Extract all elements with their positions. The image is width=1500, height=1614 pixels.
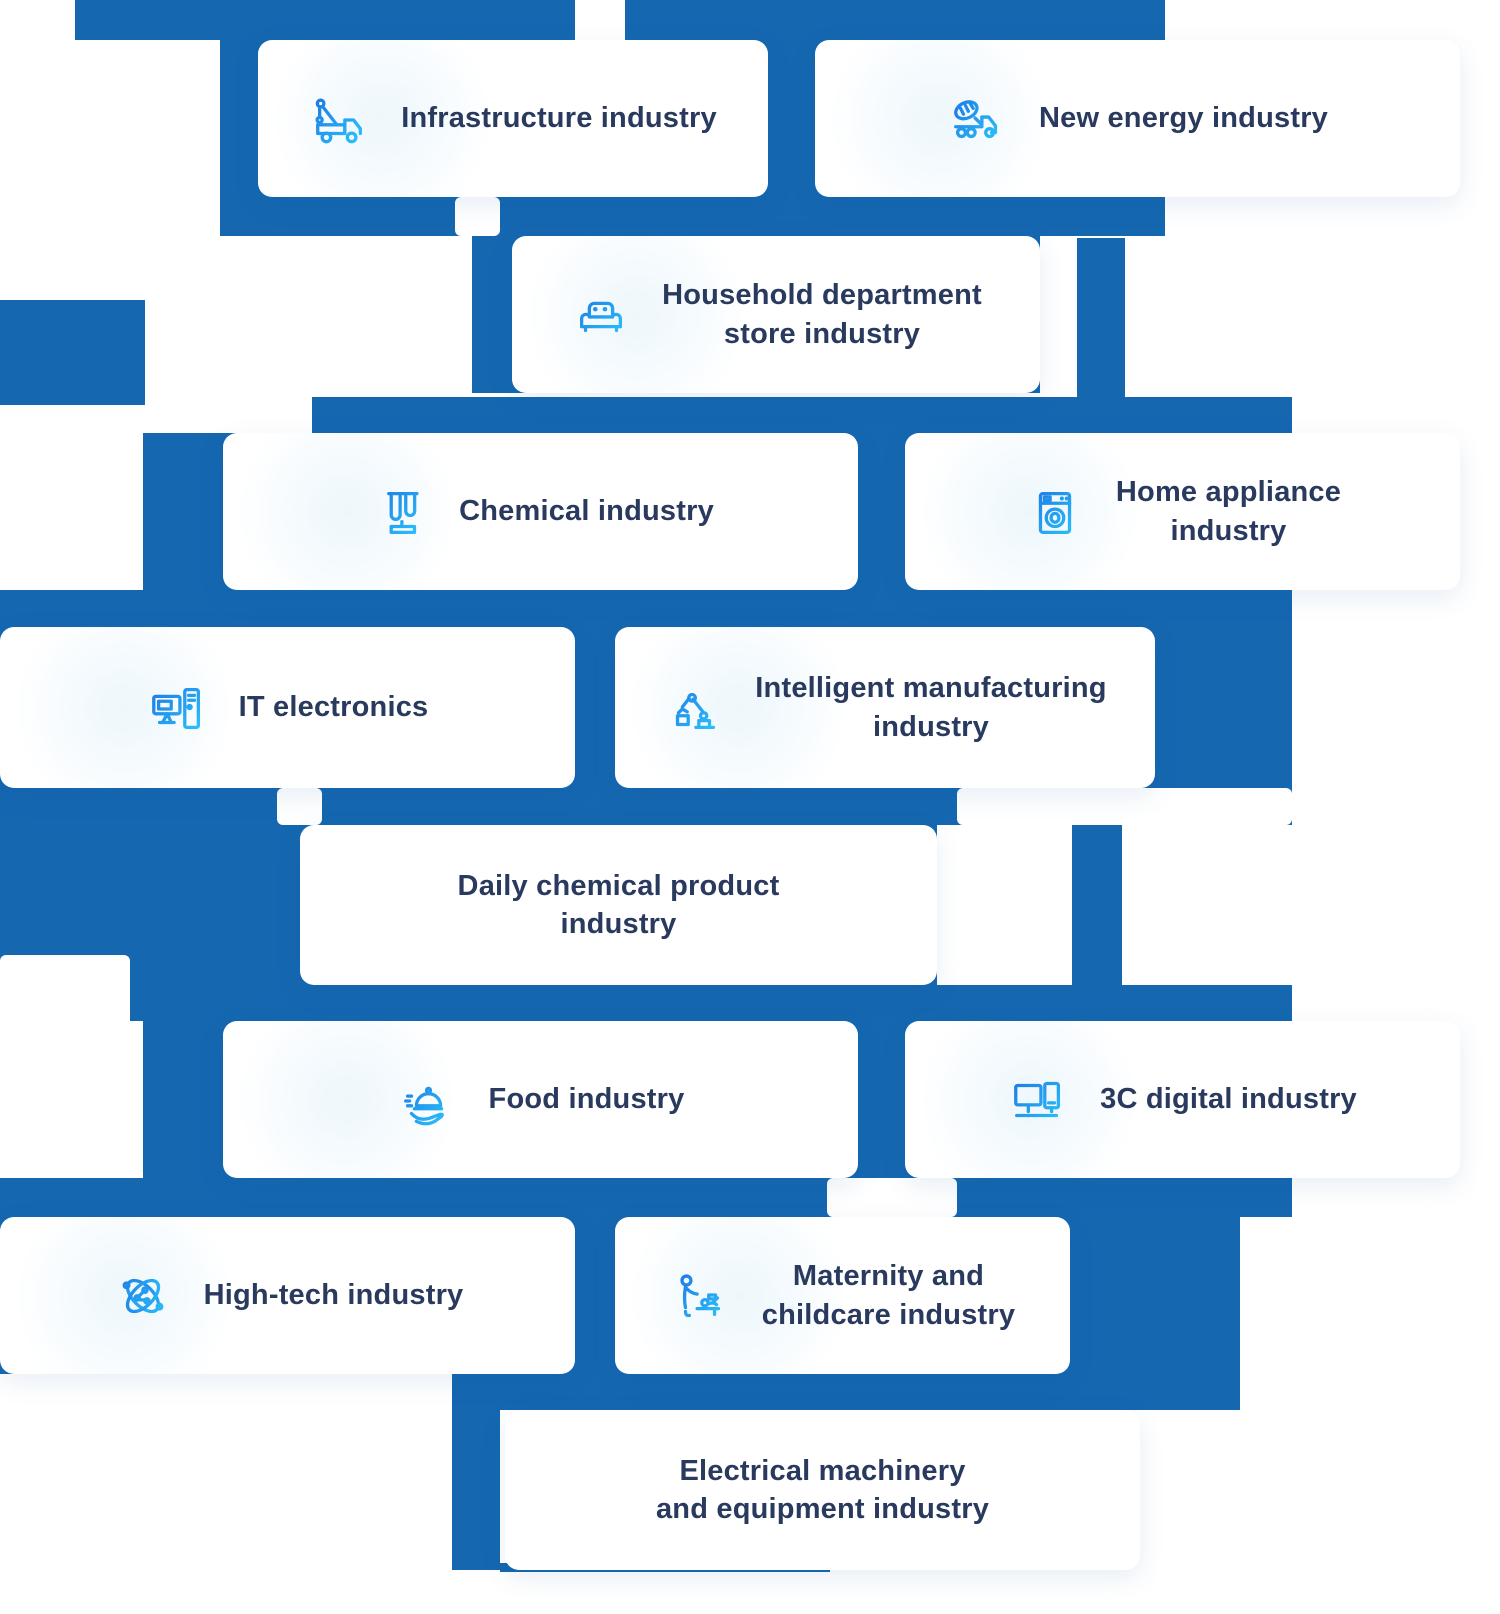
industry-card-household-department-store[interactable]: Household department store industry bbox=[512, 236, 1040, 393]
wall-segment bbox=[452, 1374, 1240, 1410]
wall-segment bbox=[1077, 238, 1125, 397]
wall-segment bbox=[75, 0, 575, 40]
wall-notch bbox=[277, 788, 322, 825]
industry-card-label: Chemical industry bbox=[459, 492, 714, 530]
industry-card-maternity-childcare[interactable]: Maternity and childcare industry bbox=[615, 1217, 1070, 1374]
label-line: industry bbox=[560, 908, 677, 940]
wall-segment bbox=[0, 1178, 1292, 1217]
industry-card-intelligent-manufacturing[interactable]: Intelligent manufacturing industry bbox=[615, 627, 1155, 788]
industry-card-label: High-tech industry bbox=[204, 1276, 464, 1314]
industry-card-chemical[interactable]: Chemical industry bbox=[223, 433, 858, 590]
washing-machine-icon bbox=[1024, 481, 1086, 543]
wall-segment bbox=[1072, 825, 1122, 985]
wall-segment bbox=[0, 300, 145, 405]
wall-notch bbox=[455, 197, 500, 236]
label-line: Home appliance bbox=[1115, 476, 1342, 509]
industry-card-label: New energy industry bbox=[1039, 99, 1328, 137]
industry-card-daily-chemical-product[interactable]: Daily chemical product industry bbox=[300, 825, 937, 985]
industry-card-it-electronics[interactable]: IT electronics bbox=[0, 627, 575, 788]
label-line: childcare industry bbox=[761, 1298, 1016, 1331]
crane-truck-icon bbox=[309, 88, 371, 150]
industry-card-electrical-machinery[interactable]: Electrical machinery and equipment indust… bbox=[505, 1410, 1140, 1570]
industry-card-food[interactable]: Food industry bbox=[223, 1021, 858, 1178]
label-line: industry bbox=[873, 710, 989, 743]
wall-segment bbox=[452, 1410, 500, 1570]
label-line: Electrical machinery bbox=[679, 1454, 966, 1487]
industry-card-label: Intelligent manufacturing industry bbox=[755, 669, 1106, 746]
label-line: Maternity and bbox=[792, 1260, 985, 1293]
industry-card-label: Maternity and childcare industry bbox=[762, 1257, 1015, 1334]
industry-card-label: Household department store industry bbox=[662, 276, 982, 353]
label-line: industry bbox=[1170, 514, 1287, 547]
industry-card-label: 3C digital industry bbox=[1100, 1080, 1357, 1118]
industry-card-infrastructure[interactable]: Infrastructure industry bbox=[258, 40, 768, 197]
wall-notch bbox=[957, 788, 1292, 825]
industry-card-label: Daily chemical product industry bbox=[458, 867, 780, 944]
industry-card-new-energy[interactable]: New energy industry bbox=[815, 40, 1460, 197]
label-line: Intelligent manufacturing bbox=[755, 672, 1107, 705]
industry-card-label: Home appliance industry bbox=[1116, 473, 1341, 550]
baby-care-icon bbox=[670, 1265, 732, 1327]
food-cloche-icon bbox=[397, 1069, 459, 1131]
industry-card-3c-digital[interactable]: 3C digital industry bbox=[905, 1021, 1460, 1178]
industry-card-label: Electrical machinery and equipment indust… bbox=[656, 1452, 989, 1529]
industry-card-home-appliance[interactable]: Home appliance industry bbox=[905, 433, 1460, 590]
label-line: and equipment industry bbox=[655, 1493, 990, 1525]
test-tubes-icon bbox=[367, 481, 429, 543]
digital-devices-icon bbox=[1008, 1069, 1070, 1131]
label-line: Household department bbox=[662, 279, 982, 312]
wall-notch bbox=[827, 1178, 957, 1217]
label-line: Food industry bbox=[488, 1083, 685, 1116]
label-line: High-tech industry bbox=[203, 1279, 464, 1312]
industry-card-label: IT electronics bbox=[239, 688, 429, 726]
sofa-icon bbox=[570, 284, 632, 346]
industry-card-label: Food industry bbox=[489, 1080, 685, 1118]
label-line: Daily chemical product bbox=[457, 869, 780, 902]
wall-notch bbox=[0, 955, 130, 1115]
mixer-truck-icon bbox=[947, 88, 1009, 150]
desktop-computer-icon bbox=[147, 677, 209, 739]
label-line: Infrastructure industry bbox=[401, 102, 717, 135]
robot-arm-icon bbox=[663, 677, 725, 739]
label-line: Chemical industry bbox=[459, 495, 714, 528]
label-line: New energy industry bbox=[1038, 102, 1329, 135]
wall-segment bbox=[0, 985, 1292, 1021]
industry-card-high-tech[interactable]: High-tech industry bbox=[0, 1217, 575, 1374]
label-line: store industry bbox=[723, 317, 921, 350]
wall-segment bbox=[312, 397, 1292, 433]
label-line: IT electronics bbox=[238, 691, 429, 724]
label-line: 3C digital industry bbox=[1100, 1083, 1357, 1116]
wall-segment bbox=[625, 0, 1165, 40]
industry-card-label: Infrastructure industry bbox=[401, 99, 717, 137]
atom-icon bbox=[112, 1265, 174, 1327]
